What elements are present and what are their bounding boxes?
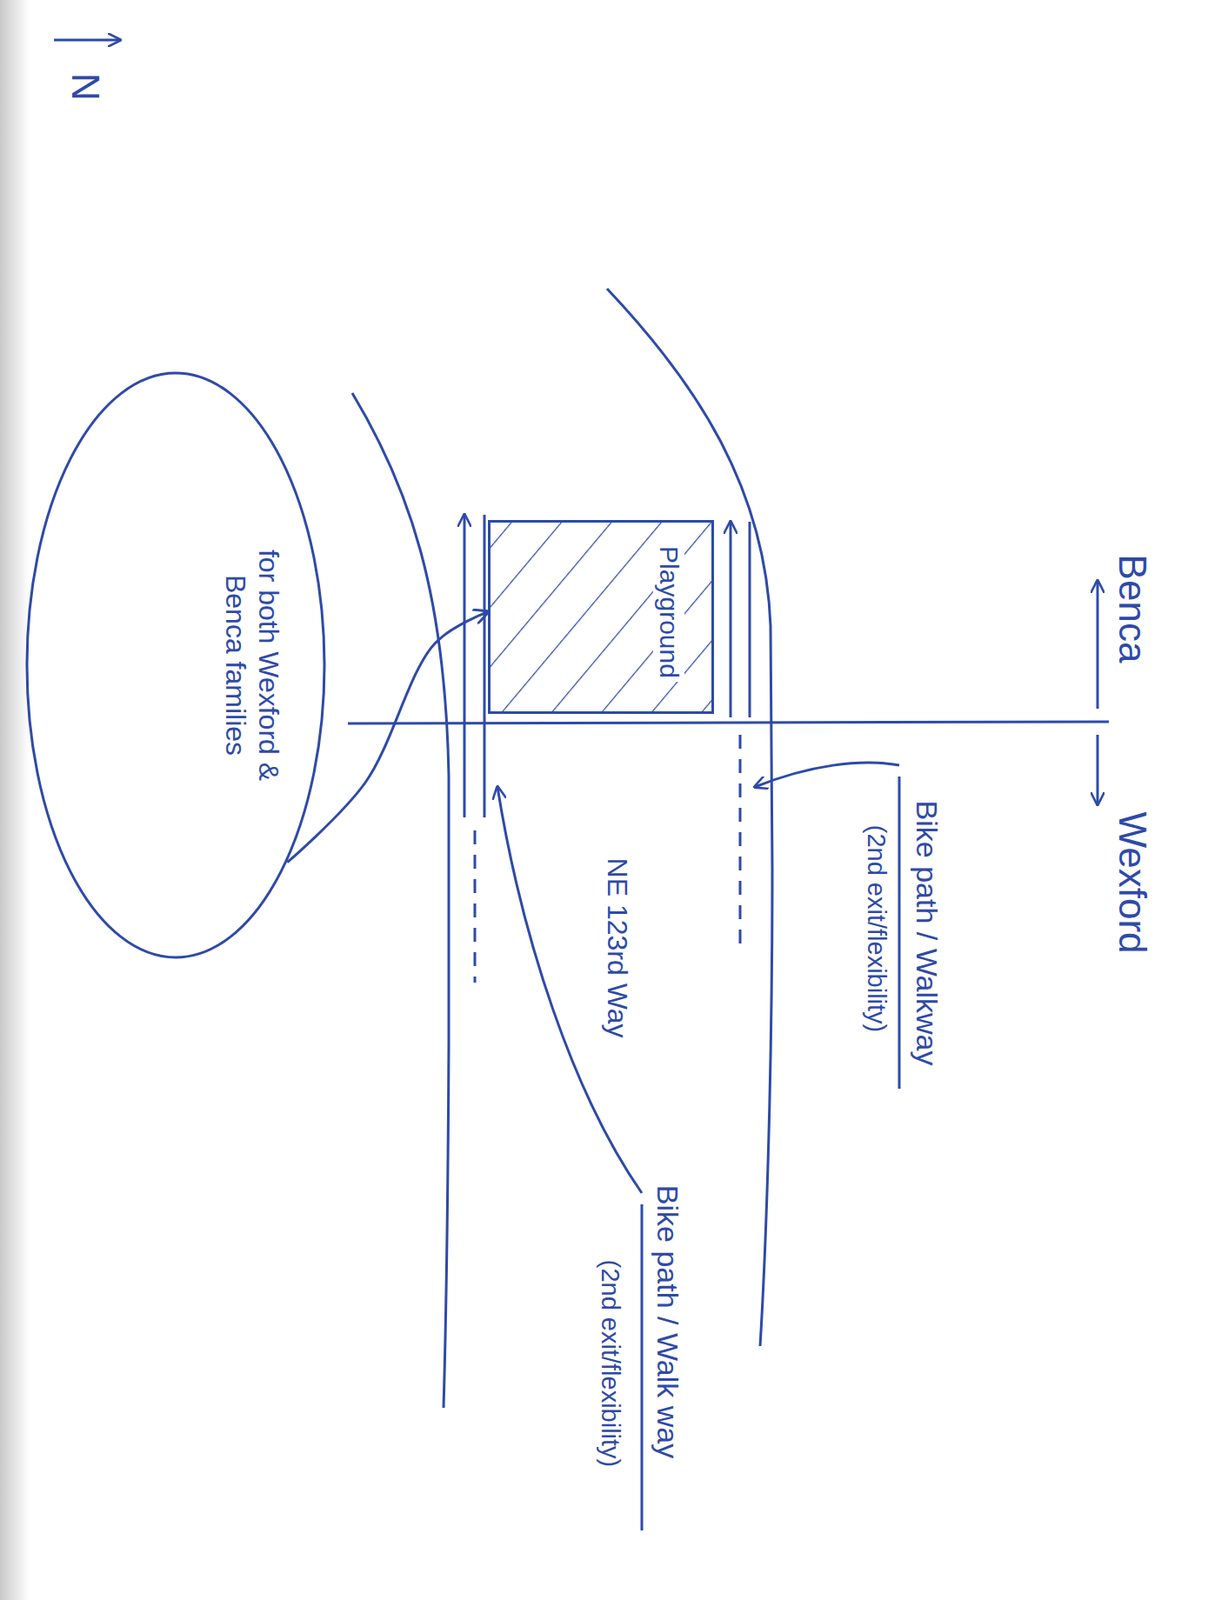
street-label: NE 123rd Way (600, 858, 635, 1039)
paper-edge (0, 0, 30, 1600)
bike-path-extension (739, 734, 742, 948)
ellipse-outline (26, 373, 325, 958)
note-label: (2nd exit/flexibility) (861, 825, 893, 1034)
bike-path-line (748, 521, 752, 718)
bike-path-extension (473, 830, 477, 983)
playground-hatching (487, 520, 715, 715)
leader-arrow (497, 787, 642, 1194)
city-boundary (347, 721, 1109, 724)
area-label: Benca (1109, 554, 1156, 664)
bike-path-line (729, 521, 733, 718)
node-text: for both Wexford & Benca families (219, 522, 287, 808)
road-edge (607, 288, 773, 1347)
bike-path-line (463, 514, 467, 818)
north-label: N (62, 73, 109, 101)
direction-arrow (1096, 734, 1100, 805)
road-edge (352, 393, 449, 1409)
node-text: Playground (653, 542, 685, 682)
area-label: Wexford (1109, 811, 1156, 954)
direction-arrow (1096, 580, 1100, 709)
note-label: Bike path / Walkway (909, 800, 946, 1067)
note-underline (898, 776, 901, 1089)
note-underline (640, 1204, 644, 1531)
callout-ellipse: for both Wexford & Benca families (25, 371, 327, 960)
note-label: Bike path / Walk way (650, 1185, 687, 1459)
playground-box: Playground (487, 520, 715, 715)
north-arrow (53, 39, 121, 42)
connector-arrow (286, 612, 488, 863)
note-label: (2nd exit/flexibility) (595, 1260, 627, 1469)
bike-path-line (483, 514, 487, 818)
leader-arrow (754, 762, 900, 788)
